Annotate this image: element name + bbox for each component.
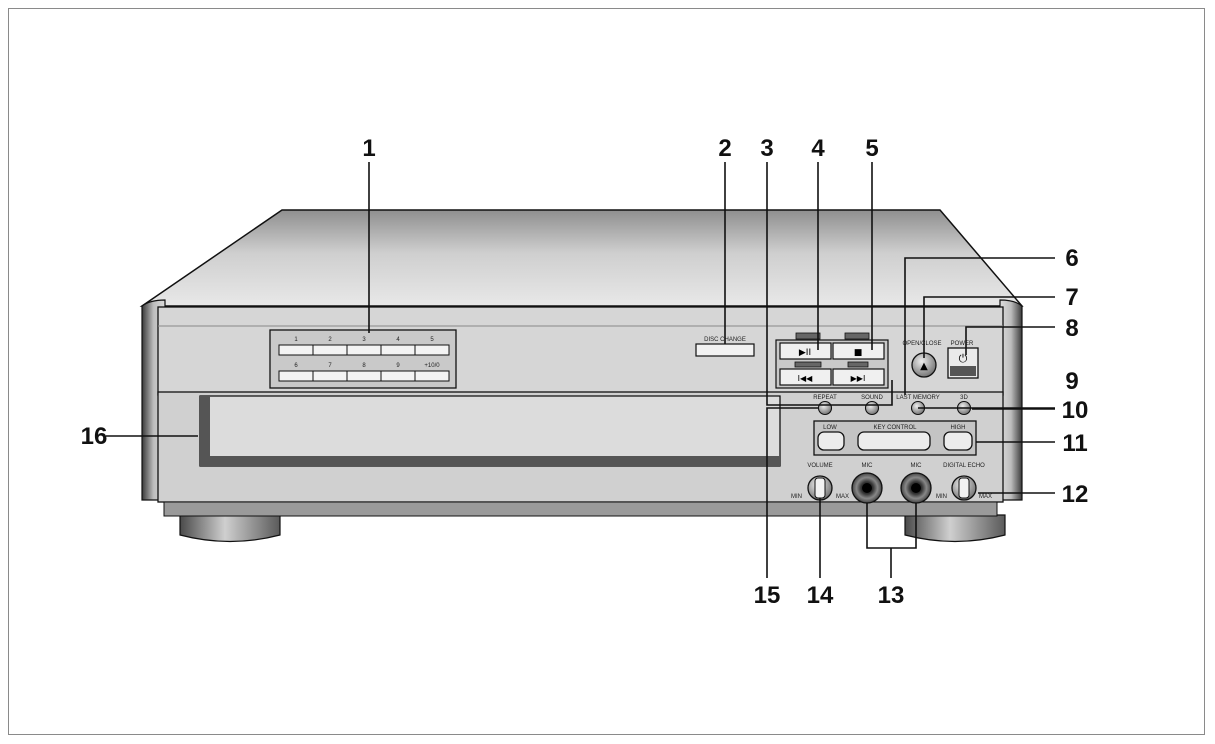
numeric-key-label: 8	[362, 363, 366, 369]
digital-echo-label: DIGITAL ECHO	[943, 463, 985, 469]
callout-14: 14	[807, 582, 834, 609]
echo-max-label: MAX	[979, 494, 992, 500]
volume-min-label: MIN	[791, 494, 802, 500]
callout-1: 1	[362, 135, 375, 162]
callout-13: 13	[878, 582, 905, 609]
digital-echo-knob[interactable]: DIGITAL ECHO MIN MAX	[936, 463, 992, 501]
callout-8: 8	[1065, 315, 1078, 342]
top-lid	[139, 209, 1024, 307]
stop-icon: ■	[854, 348, 863, 358]
open-close-label: OPEN/CLOSE	[902, 341, 941, 347]
key-high-label: HIGH	[951, 425, 966, 431]
stop-button[interactable]: ■	[832, 342, 885, 360]
3d-label: 3D	[960, 395, 968, 401]
leader-lines	[106, 162, 1055, 578]
numeric-key-10[interactable]: +10/0	[414, 363, 450, 382]
previous-skip-button[interactable]: I◀◀	[779, 368, 832, 386]
play-pause-button[interactable]: ▶II	[779, 342, 832, 360]
mic1-jack[interactable]: MIC	[851, 463, 883, 504]
volume-label: VOLUME	[807, 463, 832, 469]
callout-2: 2	[718, 135, 731, 162]
key-low-button[interactable]	[817, 431, 845, 451]
callout-9: 9	[1065, 368, 1078, 395]
numeric-key-5[interactable]: 5	[414, 337, 450, 356]
numeric-key-label: 9	[396, 363, 400, 369]
callout-16: 16	[81, 423, 108, 450]
mic2-label: MIC	[911, 463, 923, 469]
key-low-label: LOW	[823, 425, 837, 431]
repeat-label: REPEAT	[813, 395, 837, 401]
callout-5: 5	[865, 135, 878, 162]
mic2-jack[interactable]: MIC	[900, 463, 932, 504]
callout-3: 3	[760, 135, 773, 162]
next-skip-button[interactable]: ▶▶I	[832, 368, 885, 386]
power-icon: ⏻	[959, 352, 968, 365]
callout-4: 4	[811, 135, 825, 162]
last-memory-label: LAST MEMORY	[896, 395, 939, 401]
callout-numbers: 1 2 3 4 5 6 7 8 9 10 11 12 13 14 15 16	[81, 135, 1089, 609]
volume-max-label: MAX	[836, 494, 849, 500]
key-high-button[interactable]	[943, 431, 973, 451]
numeric-key-label: 1	[294, 337, 298, 343]
numeric-key-label: +10/0	[424, 363, 440, 369]
sound-label: SOUND	[861, 395, 883, 401]
eject-icon: ▲	[920, 361, 928, 372]
feet	[179, 514, 1006, 543]
power-label: POWER	[951, 341, 974, 347]
callout-6: 6	[1065, 245, 1078, 272]
numeric-key-label: 4	[396, 337, 400, 343]
play-pause-icon: ▶II	[799, 348, 811, 358]
next-icon: ▶▶I	[851, 374, 866, 383]
power-button[interactable]: POWER ⏻	[947, 341, 979, 379]
numeric-key-label: 2	[328, 337, 332, 343]
key-center-button[interactable]	[857, 431, 931, 451]
figure-frame	[8, 8, 1205, 735]
numeric-key-label: 6	[294, 363, 298, 369]
numeric-keypad: 1 2 3 4 5 6 7 8 9 +10/0	[269, 329, 457, 389]
mic-volume-knob[interactable]: VOLUME MIN MAX	[791, 463, 849, 501]
echo-min-label: MIN	[936, 494, 947, 500]
callout-7: 7	[1065, 284, 1078, 311]
numeric-key-label: 7	[328, 363, 332, 369]
numeric-key-label: 3	[362, 337, 366, 343]
callout-15: 15	[754, 582, 781, 609]
disc-tray[interactable]	[199, 395, 781, 467]
right-pillar	[999, 299, 1023, 501]
callout-10: 10	[1062, 397, 1089, 424]
mic1-label: MIC	[862, 463, 874, 469]
numeric-key-label: 5	[430, 337, 434, 343]
callout-11: 11	[1062, 430, 1087, 457]
previous-icon: I◀◀	[798, 374, 814, 383]
callout-12: 12	[1062, 481, 1089, 508]
key-control-label: KEY CONTROL	[874, 425, 918, 431]
